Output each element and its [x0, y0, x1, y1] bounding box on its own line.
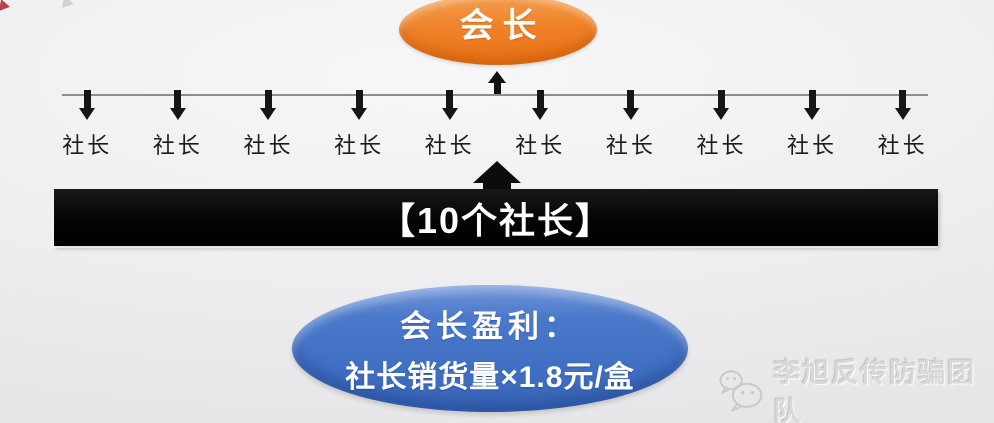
- director-label: 社长: [696, 133, 747, 158]
- director-label: 社长: [334, 133, 385, 158]
- down-arrow-icon: [169, 90, 186, 120]
- president-ellipse: 会长: [399, 0, 597, 65]
- directors-count-bar: 【10个社长】: [54, 189, 938, 246]
- bar-up-arrow-icon: [473, 161, 521, 191]
- director-item: 社长: [42, 90, 133, 160]
- director-label: 社长: [605, 133, 656, 158]
- red-triangle-icon: [0, 0, 11, 13]
- director-item: 社长: [767, 90, 858, 160]
- org-line: [62, 94, 928, 96]
- profit-title: 会长盈利：: [400, 309, 580, 344]
- down-arrow-icon: [622, 90, 639, 120]
- director-item: 社长: [223, 90, 314, 160]
- down-arrow-icon: [351, 90, 368, 120]
- president-label: 会长: [459, 7, 546, 45]
- director-label: 社长: [152, 133, 203, 158]
- profit-formula: 社长销货量×1.8元/盒: [345, 361, 635, 394]
- director-item: 社长: [676, 90, 767, 160]
- down-arrow-icon: [532, 90, 549, 120]
- director-label: 社长: [62, 133, 113, 158]
- gray-triangle-icon: [61, 0, 76, 11]
- director-item: 社长: [314, 90, 405, 160]
- director-label: 社长: [243, 133, 294, 158]
- director-item: 社长: [404, 90, 495, 160]
- director-item: 社长: [133, 90, 224, 160]
- wechat-icon: [719, 370, 763, 412]
- director-item: 社长: [495, 90, 586, 160]
- director-label: 社长: [877, 133, 928, 158]
- director-label: 社长: [424, 133, 475, 158]
- down-arrow-icon: [260, 90, 277, 120]
- down-arrow-icon: [804, 90, 821, 120]
- bar-up-arrow-shaft: [483, 183, 511, 191]
- director-label: 社长: [787, 133, 838, 158]
- up-arrow-head: [488, 71, 506, 83]
- director-label: 社长: [515, 133, 566, 158]
- profit-ellipse: 会长盈利： 社长销货量×1.8元/盒: [292, 285, 688, 412]
- up-arrow-shaft: [493, 83, 501, 96]
- down-arrow-icon: [713, 90, 730, 120]
- down-arrow-icon: [894, 90, 911, 120]
- down-arrow-icon: [79, 90, 96, 120]
- director-item: 社长: [857, 90, 948, 160]
- director-item: 社长: [586, 90, 677, 160]
- directors-row: 社长 社长 社长 社长 社长 社长 社长 社长 社长 社长: [42, 90, 948, 160]
- down-arrow-icon: [441, 90, 458, 120]
- up-arrow-icon: [488, 71, 506, 96]
- watermark-label: 李旭反传防骗团队: [773, 358, 977, 423]
- directors-count-label: 【10个社长】: [378, 199, 614, 241]
- bar-up-arrow-head: [473, 161, 521, 183]
- watermark: 李旭反传防骗团队: [716, 351, 994, 423]
